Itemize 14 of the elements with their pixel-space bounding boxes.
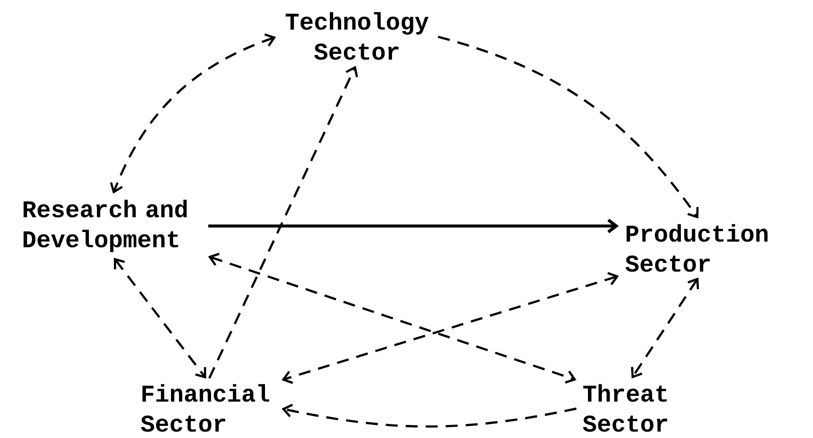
arrow	[282, 404, 577, 428]
arrow	[282, 272, 619, 384]
arrow	[110, 33, 276, 194]
sector-label: Production Sector	[625, 224, 768, 272]
arrow	[208, 252, 576, 384]
sector-label: Research and Development	[24, 200, 187, 252]
arrow	[114, 258, 206, 379]
sector-label: Financial Sector	[140, 384, 270, 432]
arrow	[208, 218, 619, 234]
arrow	[630, 278, 700, 378]
sector-label: Technology Sector	[286, 12, 429, 60]
sector-label: Threat Sector	[582, 384, 668, 432]
arrow	[208, 66, 358, 379]
arrow	[438, 36, 699, 219]
